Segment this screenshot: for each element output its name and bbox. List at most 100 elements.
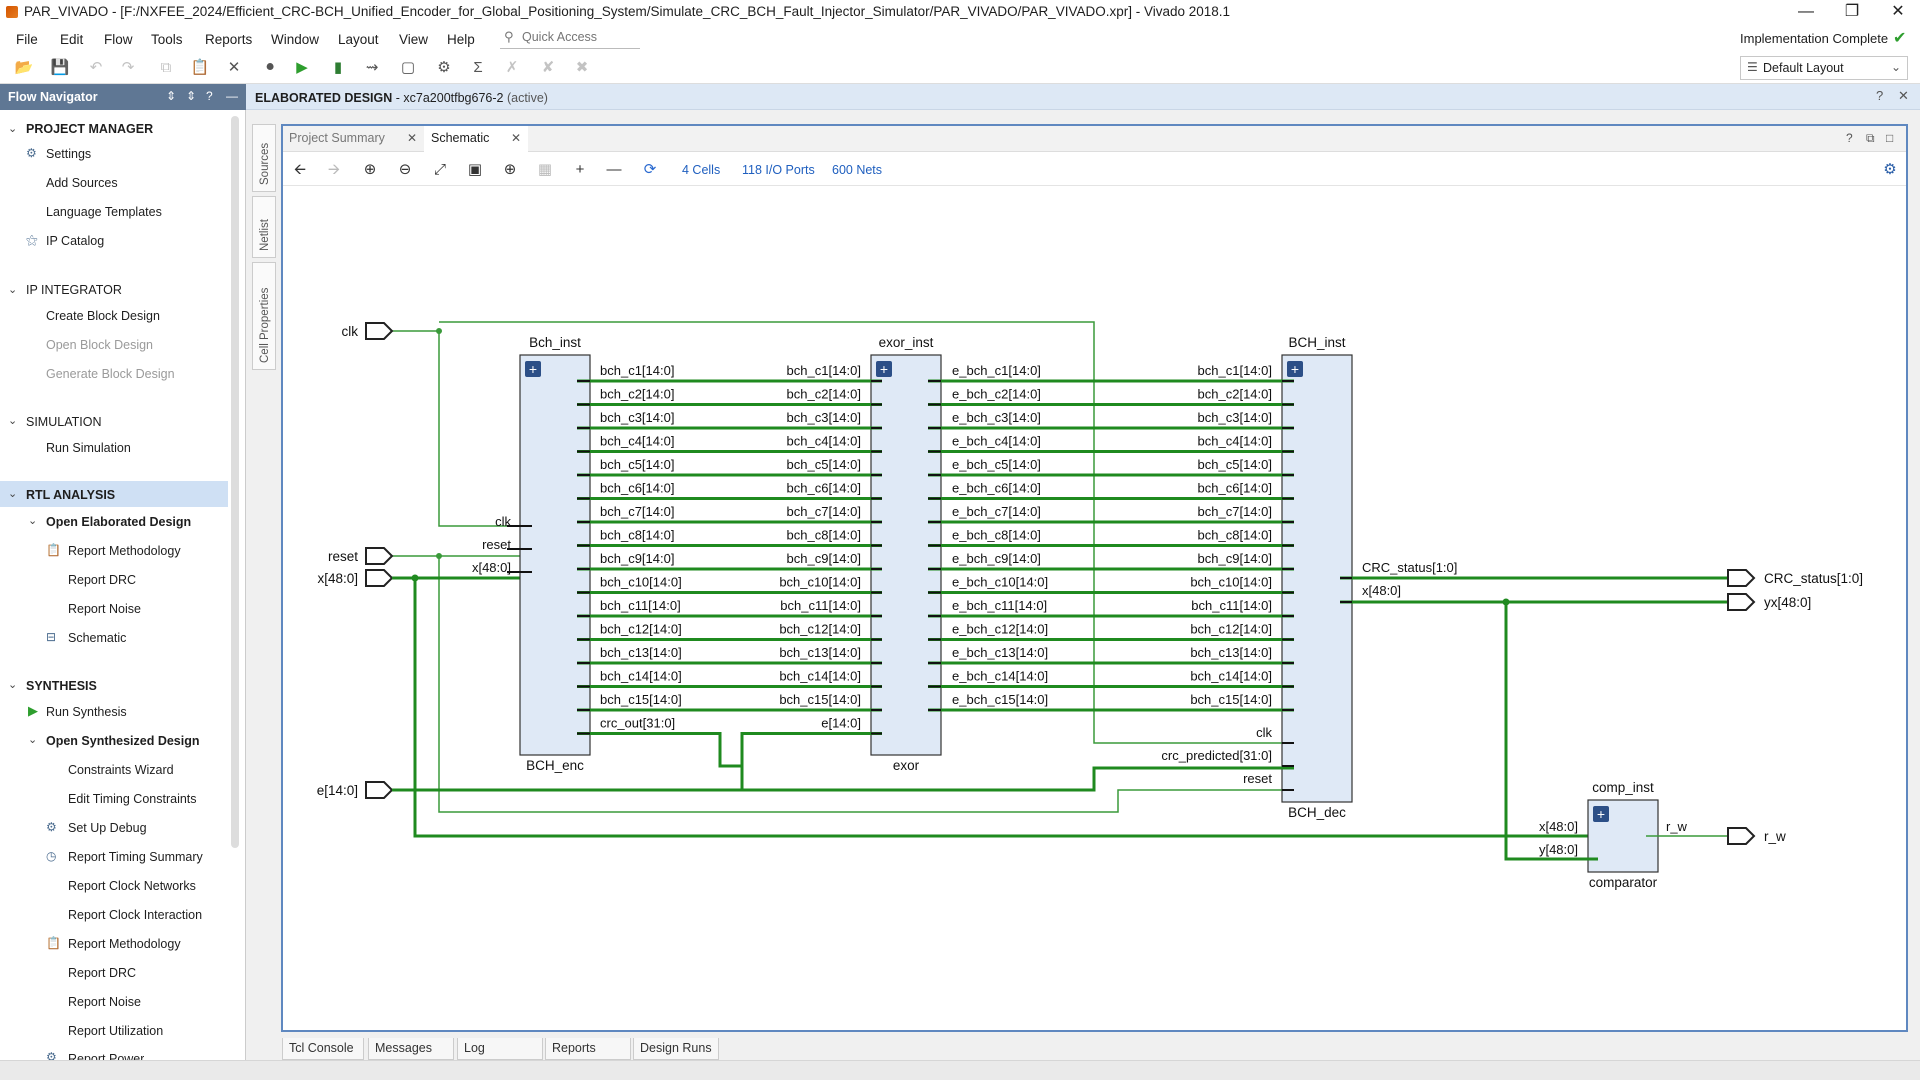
select-icon[interactable]: ⊕ <box>503 161 517 178</box>
close-tab-icon[interactable]: ✕ <box>407 131 418 145</box>
undo-icon[interactable]: ↶ <box>89 59 103 76</box>
nav-ip-catalog[interactable]: IP Catalog <box>46 234 105 248</box>
x-in-port[interactable] <box>365 569 394 587</box>
nav-report-clock-interaction[interactable]: Report Clock Interaction <box>68 908 203 922</box>
generate-bitstream-icon[interactable]: ▮ <box>333 59 343 76</box>
nav-report-noise[interactable]: Report Noise <box>68 602 141 616</box>
expand-cell-icon[interactable] <box>1287 361 1303 377</box>
close-window-icon[interactable]: ✕ <box>1891 3 1905 20</box>
run-icon[interactable]: ▶ <box>296 59 308 76</box>
flow-navigator-scrollbar[interactable] <box>231 116 239 848</box>
menu-help[interactable]: Help <box>447 32 475 47</box>
nav-report-drc-synth[interactable]: Report DRC <box>68 966 137 980</box>
crc-status-out-port[interactable] <box>1727 569 1756 587</box>
schematic-canvas[interactable]: clkresetx[48:0]e[14:0]+Bch_instBCH_enc+e… <box>283 186 1903 1026</box>
close-tab-icon[interactable]: ✕ <box>511 131 522 145</box>
save-icon[interactable]: 💾 <box>50 59 70 76</box>
open-project-icon[interactable]: 📂 <box>14 59 34 76</box>
bottom-tab-tcl-console[interactable]: Tcl Console <box>282 1038 364 1060</box>
chevron-down-icon[interactable]: ⌄ <box>28 734 38 746</box>
nav-constraints-wizard[interactable]: Constraints Wizard <box>68 763 174 777</box>
menu-flow[interactable]: Flow <box>104 32 133 47</box>
expand-icon[interactable]: + <box>575 161 585 178</box>
section-simulation[interactable]: SIMULATION <box>26 415 102 429</box>
expand-cell-icon[interactable] <box>525 361 541 377</box>
quick-access-input[interactable] <box>520 28 638 46</box>
nav-language-templates[interactable]: Language Templates <box>46 205 162 219</box>
help-icon[interactable]: ? <box>1846 131 1853 145</box>
collapse-icon[interactable]: — <box>606 161 622 178</box>
refresh-icon[interactable]: ⟳ <box>643 161 657 178</box>
menu-window[interactable]: Window <box>271 32 320 47</box>
side-tab-sources[interactable]: Sources <box>252 124 276 192</box>
nav-run-simulation[interactable]: Run Simulation <box>46 441 131 455</box>
nav-report-methodology[interactable]: Report Methodology <box>68 544 181 558</box>
float-icon[interactable]: ⧉ <box>1866 131 1875 145</box>
chevron-down-icon[interactable]: ⌄ <box>28 515 38 527</box>
minimize-icon[interactable]: — <box>1798 3 1814 20</box>
back-icon[interactable]: 🡨 <box>293 161 307 178</box>
nav-open-synthesized-design[interactable]: Open Synthesized Design <box>46 734 200 748</box>
section-project-manager[interactable]: PROJECT MANAGER <box>26 122 154 136</box>
menu-view[interactable]: View <box>399 32 429 47</box>
section-synthesis[interactable]: SYNTHESIS <box>26 679 97 693</box>
menu-tools[interactable]: Tools <box>151 32 183 47</box>
nav-report-clock-networks[interactable]: Report Clock Networks <box>68 879 196 893</box>
chevron-down-icon[interactable]: ⌄ <box>8 488 18 500</box>
zoom-out-icon[interactable]: ⊖ <box>398 161 412 178</box>
zoom-fit-icon[interactable]: ⤢ <box>433 161 446 178</box>
forward-icon[interactable]: 🡪 <box>327 161 341 178</box>
zoom-area-icon[interactable]: ▣ <box>467 161 483 178</box>
debug-icon[interactable]: ✗ <box>505 59 519 76</box>
nav-create-block-design[interactable]: Create Block Design <box>46 309 160 323</box>
settings-gear-icon[interactable]: ⚙ <box>437 59 451 76</box>
paste-icon[interactable]: 📋 <box>190 59 210 76</box>
layout-selector[interactable]: ☰ Default Layout ⌄ <box>1740 56 1908 80</box>
bch-enc-cell[interactable] <box>519 354 591 756</box>
nav-edit-timing-constraints[interactable]: Edit Timing Constraints <box>68 792 197 806</box>
nav-schematic[interactable]: Schematic <box>68 631 127 645</box>
copy-icon[interactable]: ⧉ <box>160 59 172 76</box>
auto-connect-icon[interactable]: ⚫ <box>263 59 277 76</box>
io-ports-count-link[interactable]: 118 I/O Ports <box>742 163 815 177</box>
clk-in-port[interactable] <box>365 322 394 340</box>
menu-reports[interactable]: Reports <box>205 32 253 47</box>
sigma-icon[interactable]: Σ <box>473 59 483 76</box>
cells-count-link[interactable]: 4 Cells <box>682 163 721 177</box>
nav-report-utilization[interactable]: Report Utilization <box>68 1024 164 1038</box>
nav-open-elaborated-design[interactable]: Open Elaborated Design <box>46 515 192 529</box>
expand-cell-icon[interactable] <box>876 361 892 377</box>
options-icon[interactable]: ⇕ <box>186 89 197 103</box>
r-w-out-port[interactable] <box>1727 827 1756 845</box>
section-ip-integrator[interactable]: IP INTEGRATOR <box>26 283 122 297</box>
quick-access-search[interactable]: ⚲ <box>500 27 640 49</box>
delete-icon[interactable]: ✕ <box>227 59 241 76</box>
help-icon[interactable]: ? <box>1876 88 1884 103</box>
bottom-tab-reports[interactable]: Reports <box>545 1038 631 1060</box>
report-icon[interactable]: ▢ <box>400 59 416 76</box>
nav-report-methodology-synth[interactable]: Report Methodology <box>68 937 181 951</box>
bottom-tab-log[interactable]: Log <box>457 1038 543 1060</box>
nav-report-drc[interactable]: Report DRC <box>68 573 137 587</box>
minimize-panel-icon[interactable]: — <box>226 89 238 103</box>
exor-cell[interactable] <box>870 354 942 756</box>
tab-project-summary[interactable]: Project Summary ✕ <box>284 126 422 152</box>
reset-in-port[interactable] <box>365 547 394 565</box>
chevron-down-icon[interactable]: ⌄ <box>8 284 18 296</box>
bottom-tab-design-runs[interactable]: Design Runs <box>633 1038 719 1060</box>
edit-icon[interactable]: ✘ <box>541 59 555 76</box>
e-in-port[interactable] <box>365 781 394 799</box>
nav-settings[interactable]: Settings <box>46 147 92 161</box>
restore-icon[interactable]: ❐ <box>1844 3 1860 20</box>
nav-set-up-debug[interactable]: Set Up Debug <box>68 821 147 835</box>
nav-add-sources[interactable]: Add Sources <box>46 176 118 190</box>
menu-layout[interactable]: Layout <box>338 32 379 47</box>
redo-icon[interactable]: ↷ <box>121 59 135 76</box>
close-tool-icon[interactable]: ✖ <box>575 59 589 76</box>
nav-report-noise-synth[interactable]: Report Noise <box>68 995 141 1009</box>
help-icon[interactable]: ? <box>206 89 213 103</box>
chevron-down-icon[interactable]: ⌄ <box>8 123 18 135</box>
chevron-down-icon[interactable]: ⌄ <box>8 415 18 427</box>
section-rtl-analysis[interactable]: RTL ANALYSIS <box>26 488 116 502</box>
program-device-icon[interactable]: ⇝ <box>365 59 379 76</box>
